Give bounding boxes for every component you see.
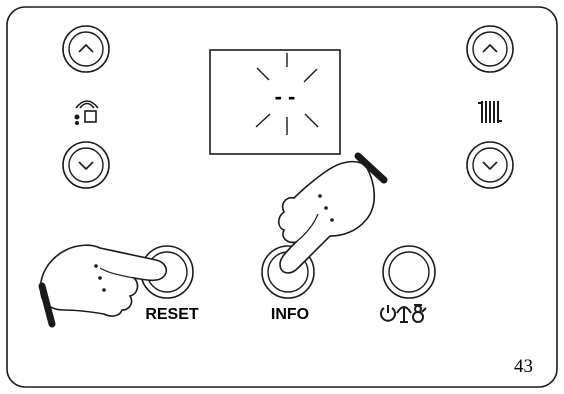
display-reading: - - [275, 84, 296, 109]
radiator-icon [478, 101, 502, 123]
page-number: 43 [514, 356, 533, 378]
heating-up-button[interactable] [467, 26, 513, 72]
display-screen: - - [210, 50, 340, 154]
dhw-up-button[interactable] [63, 26, 109, 72]
reset-label: RESET [145, 306, 199, 323]
pointing-hand-icon [279, 156, 384, 273]
control-panel-diagram: - - [6, 6, 558, 388]
dhw-down-button[interactable] [63, 142, 109, 188]
mode-button[interactable] [383, 246, 435, 298]
power-summer-winter-icon [381, 305, 426, 322]
info-label: INFO [271, 306, 309, 323]
heating-down-button[interactable] [467, 142, 513, 188]
tap-water-icon [75, 101, 99, 125]
